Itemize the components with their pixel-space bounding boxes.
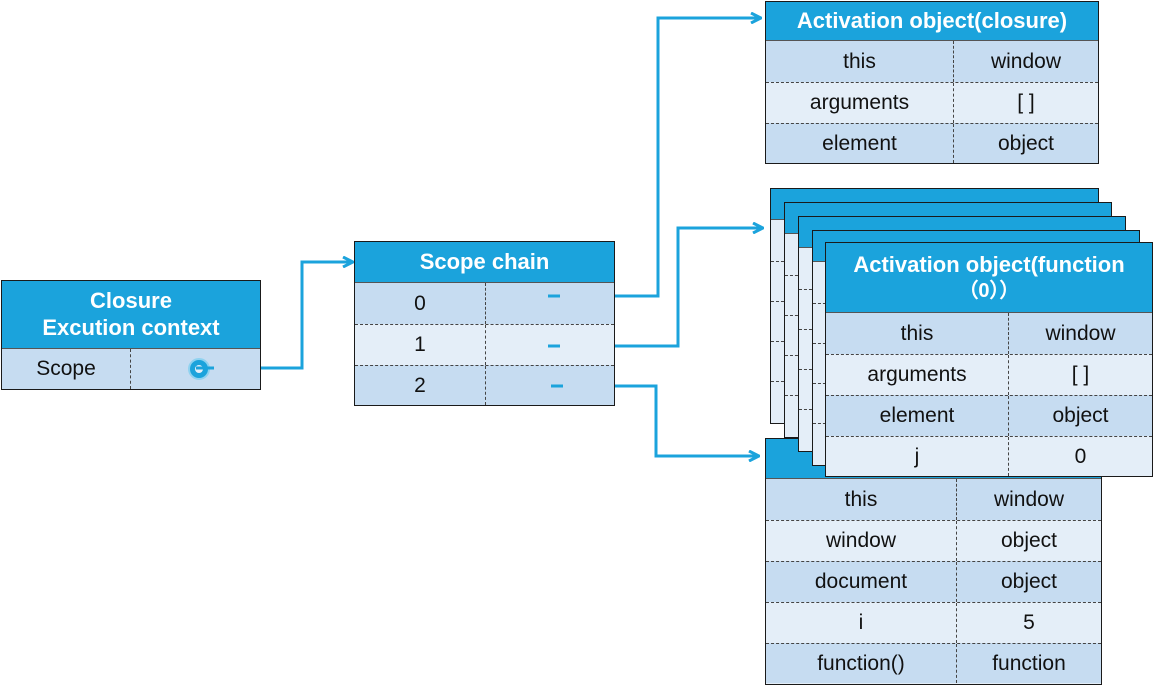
activation-closure-row: this window (766, 41, 1098, 82)
activation-function-value: object (1008, 396, 1152, 436)
global-object-key: i (858, 611, 864, 634)
global-object-row: i 5 (766, 602, 1101, 643)
global-object-key: window (825, 529, 897, 552)
activation-function-title-line1: Activation object(function (853, 252, 1125, 278)
activation-closure-key: arguments (809, 91, 910, 114)
scope-chain-index: 1 (414, 333, 426, 356)
activation-function-title-line2: （0）） (958, 279, 1020, 302)
activation-closure-row: arguments [ ] (766, 82, 1098, 123)
scope-chain-index: 2 (414, 373, 426, 397)
activation-closure-value: [ ] (953, 83, 1098, 123)
scope-row: Scope (2, 349, 260, 389)
activation-closure-value: window (953, 41, 1098, 82)
scope-chain: Scope chain 0 1 2 (354, 241, 615, 406)
scope-pointer-cell (130, 349, 260, 389)
activation-function-row: j 0 (826, 436, 1152, 476)
global-object-value: function (956, 644, 1101, 683)
scope-chain-pointer (485, 366, 614, 405)
activation-function-key: element (879, 404, 955, 427)
activation-function-value: window (1008, 313, 1152, 354)
global-object-key: this (844, 487, 878, 511)
closure-execution-context: Closure Excution context Scope (1, 280, 261, 390)
activation-closure-header: Activation object(closure) (766, 2, 1098, 41)
closure-context-title-line2: Excution context (42, 314, 220, 340)
activation-closure-key: this (843, 49, 876, 73)
activation-function-row: this window (826, 313, 1152, 354)
global-object-key: document (814, 570, 908, 593)
global-object-row: this window (766, 479, 1101, 520)
scope-chain-row: 2 (355, 365, 614, 405)
activation-object-closure: Activation object(closure) this window a… (765, 1, 1099, 164)
global-object-value: 5 (956, 603, 1101, 643)
global-object-key: function() (817, 651, 905, 675)
global-object-value: object (956, 562, 1101, 602)
scope-chain-row: 1 (355, 324, 614, 365)
closure-context-title-line1: Closure (90, 288, 172, 314)
scope-chain-index: 0 (414, 291, 426, 315)
activation-function-row: arguments [ ] (826, 354, 1152, 395)
global-object-row: function() function (766, 643, 1101, 683)
activation-closure-row: element object (766, 123, 1098, 163)
activation-function-header: Activation object(function （0）） (826, 243, 1152, 313)
global-object-row: window object (766, 520, 1101, 561)
activation-function-key: arguments (867, 363, 967, 386)
activation-closure-value: object (953, 124, 1098, 163)
scope-chain-row: 0 (355, 283, 614, 324)
activation-function-value: [ ] (1008, 355, 1152, 395)
scope-label: Scope (36, 357, 96, 380)
activation-function-value: 0 (1008, 437, 1152, 476)
activation-function-key: this (900, 321, 934, 345)
closure-context-header: Closure Excution context (2, 281, 260, 349)
activation-closure-key: element (822, 131, 897, 155)
scope-chain-pointer (485, 325, 614, 365)
activation-function-key: j (914, 444, 920, 468)
global-object-value: window (956, 479, 1101, 520)
scope-chain-header: Scope chain (355, 242, 614, 283)
scope-chain-pointer (485, 283, 614, 324)
activation-function-row: element object (826, 395, 1152, 436)
activation-object-function: Activation object(function （0）） this win… (825, 242, 1153, 477)
global-object-value: object (956, 521, 1101, 561)
global-object-row: document object (766, 561, 1101, 602)
scope-pointer-icon (187, 358, 210, 380)
